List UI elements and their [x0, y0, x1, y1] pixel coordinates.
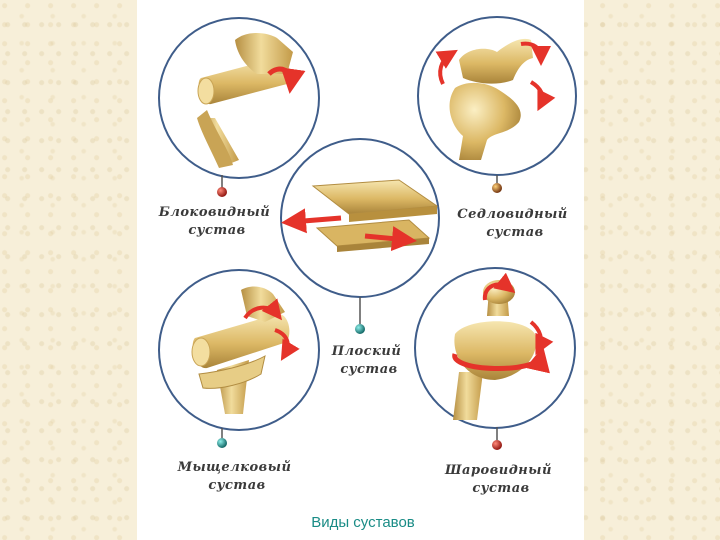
hinge-joint-label: Блоковидный сустав — [158, 205, 275, 238]
plane-joint-label: Плоский сустав — [331, 344, 407, 377]
condyloid-joint-illustration — [159, 270, 319, 448]
figure-panel: Блоковидный сустав Седловидный сустав Пл… — [137, 0, 584, 540]
hinge-cylinder-end — [198, 78, 214, 104]
condyloid-joint-label: Мыщелковый сустав — [177, 460, 297, 493]
hinge-joint-illustration — [159, 18, 319, 197]
ball-label-line2: сустав — [472, 481, 529, 496]
plane-label-line2: сустав — [340, 362, 397, 377]
plane-label-line1: Плоский — [331, 344, 402, 359]
hinge-label-line1: Блоковидный — [158, 205, 270, 220]
saddle-label-line2: сустав — [486, 225, 543, 240]
ball-joint-illustration — [415, 268, 575, 450]
ball-marker-dot — [492, 440, 502, 450]
hinge-marker-dot — [217, 187, 227, 197]
condyloid-cylinder-end — [192, 338, 210, 366]
condyloid-label-line2: сустав — [208, 478, 265, 493]
saddle-joint-label: Седловидный сустав — [457, 207, 573, 240]
saddle-label-line1: Седловидный — [457, 207, 568, 222]
joint-types-diagram: Блоковидный сустав Седловидный сустав Пл… — [137, 0, 584, 540]
plane-marker-dot — [355, 324, 365, 334]
ball-joint-label: Шаровидный сустав — [444, 463, 557, 496]
hinge-label-line2: сустав — [188, 223, 245, 238]
condyloid-marker-dot — [217, 438, 227, 448]
figure-caption: Виды суставов — [311, 514, 415, 531]
saddle-joint-illustration — [418, 17, 576, 193]
ball-label-line1: Шаровидный — [444, 463, 552, 478]
condyloid-label-line1: Мыщелковый — [177, 460, 292, 475]
saddle-marker-dot — [492, 183, 502, 193]
